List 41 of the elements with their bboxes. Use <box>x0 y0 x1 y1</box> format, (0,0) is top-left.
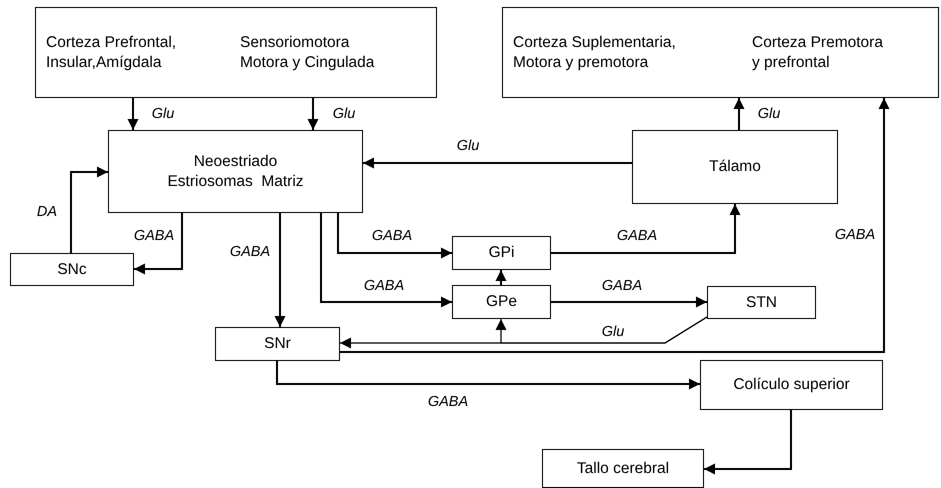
arrow <box>551 296 707 308</box>
node-label: Estriosomas Matriz <box>167 172 304 191</box>
node-label: Neoestriado <box>194 152 278 172</box>
arrow <box>274 213 286 327</box>
arrow <box>276 361 700 390</box>
process-box <box>452 236 551 270</box>
arrow <box>496 270 506 285</box>
process-box <box>452 285 551 319</box>
arrow <box>704 410 792 474</box>
node-label: Sensoriomotora Motora y Cingulada <box>240 33 376 72</box>
node-label: Tálamo <box>709 157 761 177</box>
node-label: STN <box>746 292 777 312</box>
arrow <box>128 98 138 130</box>
process-box <box>215 327 340 361</box>
process-box <box>502 7 939 98</box>
process-box <box>35 7 437 98</box>
node-label: Corteza Suplementaria, Motora y premotora <box>513 33 677 72</box>
process-box <box>632 130 838 204</box>
node-label: Colículo superior <box>733 375 850 395</box>
process-box <box>542 449 704 488</box>
arrow <box>496 316 708 344</box>
node-label: Corteza Prefrontal, Insular,Amígdala <box>46 33 178 72</box>
node-label: SNr <box>264 334 291 354</box>
node-label: SNc <box>57 260 87 280</box>
process-box <box>707 286 816 319</box>
arrow <box>337 213 452 258</box>
arrow <box>320 213 452 308</box>
process-box <box>10 253 134 286</box>
node-label: Corteza Premotora y prefrontal <box>752 33 884 72</box>
node-label: GPe <box>486 292 517 312</box>
arrow <box>134 213 183 274</box>
arrow <box>340 98 890 353</box>
arrow <box>734 98 744 130</box>
process-box <box>108 130 363 213</box>
arrow <box>308 98 318 130</box>
arrow <box>363 158 632 168</box>
process-box <box>700 360 883 410</box>
node-label: GPi <box>488 243 514 263</box>
arrow <box>70 166 108 253</box>
arrow <box>551 204 740 254</box>
node-label: Tallo cerebral <box>576 458 670 478</box>
